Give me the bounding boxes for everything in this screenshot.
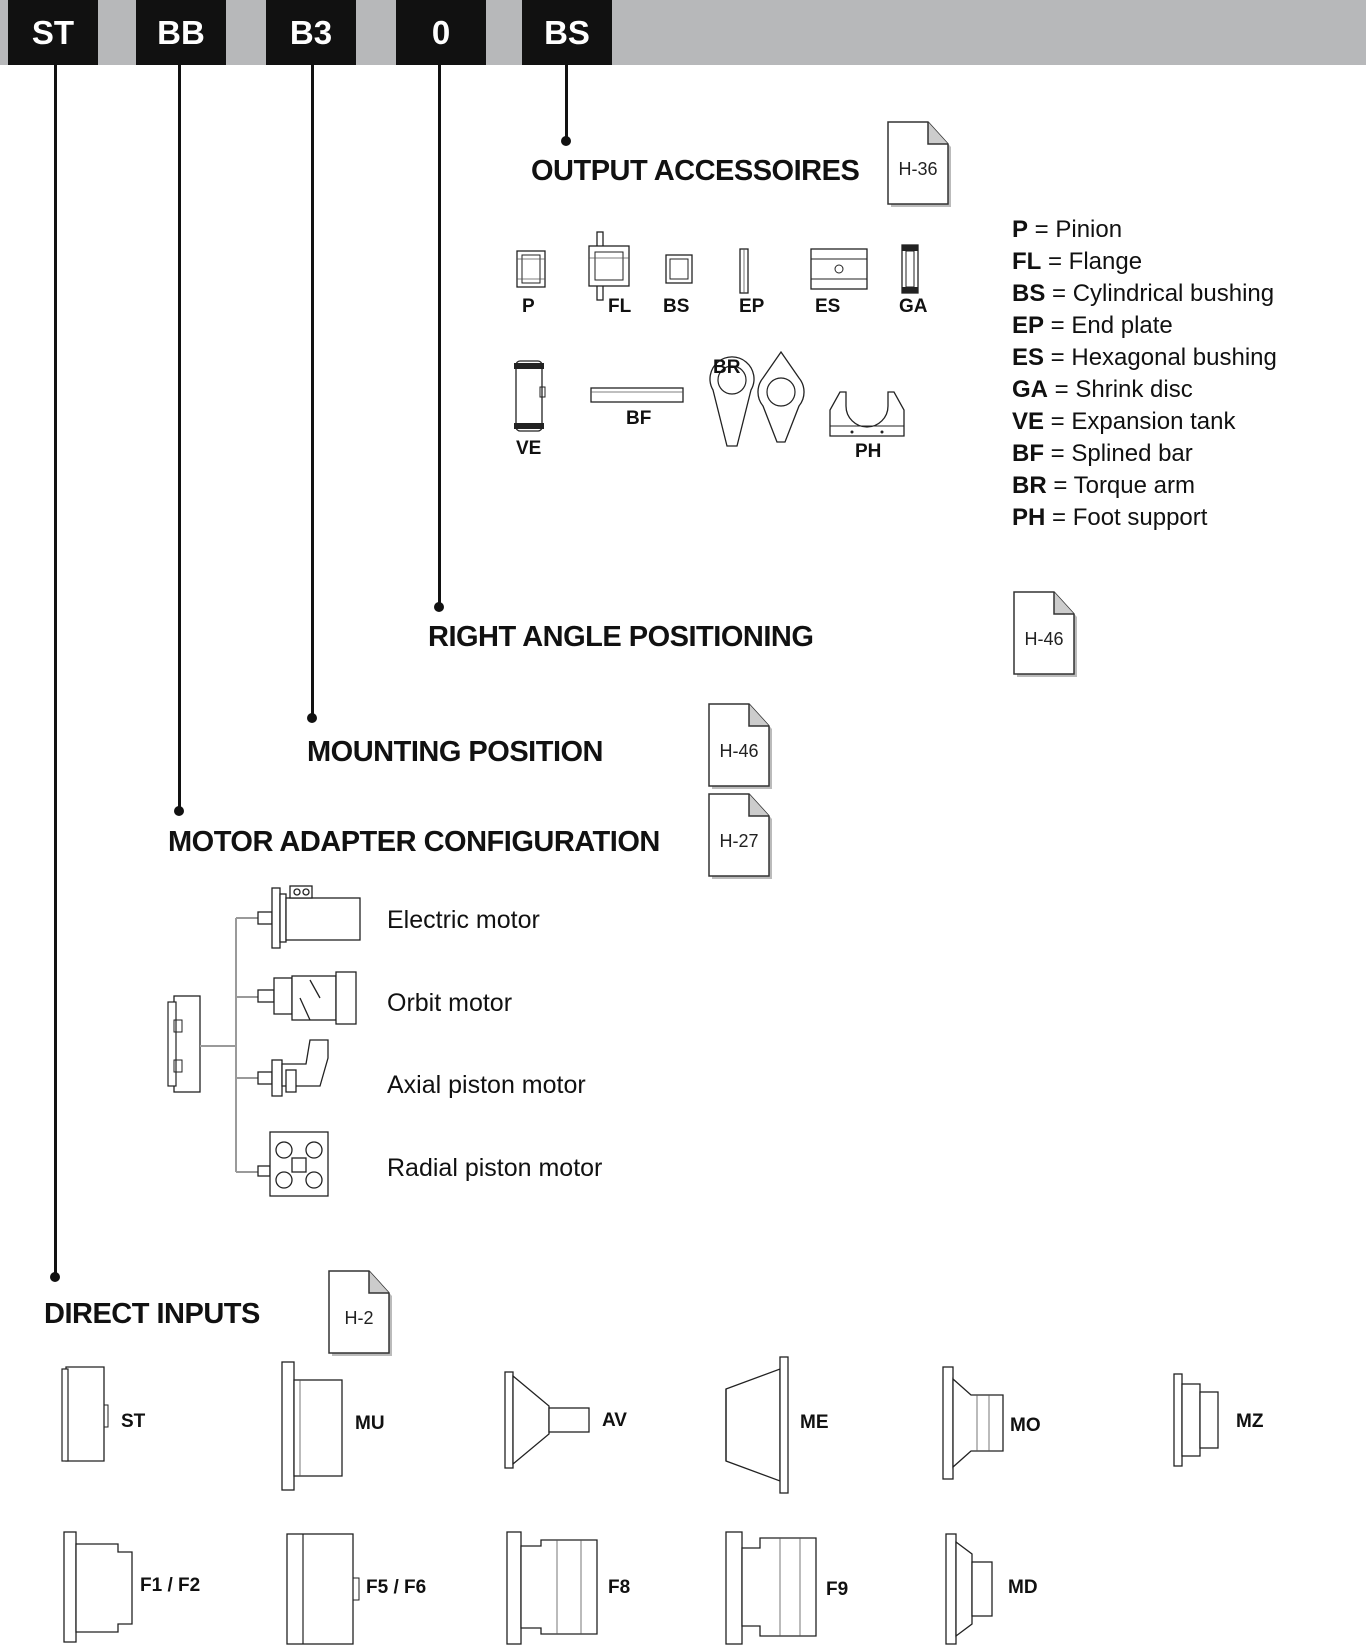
accessory-label-ga: GA	[899, 296, 928, 317]
hexagonal-bushing-drawing	[810, 248, 868, 290]
leader-line-bb	[178, 65, 181, 810]
code-segment-st: ST	[8, 0, 98, 65]
document-icon	[328, 1270, 392, 1356]
direct-input-label-mo: MO	[1010, 1415, 1041, 1436]
splined-bar-drawing	[590, 387, 684, 403]
code-segment-bb: BB	[136, 0, 226, 65]
shrink-disc-drawing	[901, 244, 919, 294]
expansion-tank-drawing	[514, 360, 546, 432]
adapter-plate-drawing	[167, 995, 201, 1093]
leader-line-bs	[565, 65, 568, 141]
motor-radial-label: Radial piston motor	[387, 1154, 603, 1182]
page-ref-output[interactable]: H-36	[887, 121, 953, 207]
accessory-label-p: P	[522, 296, 535, 317]
leader-dot-st	[50, 1272, 60, 1282]
direct-input-me-drawing	[725, 1356, 789, 1494]
code-segment-b3: B3	[266, 0, 356, 65]
end-plate-drawing	[739, 248, 749, 294]
direct-input-label-md: MD	[1008, 1577, 1038, 1598]
heading-right-angle: RIGHT ANGLE POSITIONING	[428, 621, 814, 653]
direct-input-md-drawing	[945, 1533, 993, 1645]
electric-motor-drawing	[257, 885, 361, 949]
accessory-legend: P = Pinion FL = Flange BS = Cylindrical …	[1012, 214, 1277, 534]
torque-arm-drawing	[709, 350, 805, 447]
accessory-label-es: ES	[815, 296, 841, 317]
axial-piston-motor-drawing	[257, 1039, 329, 1097]
direct-input-mo-drawing	[942, 1366, 1004, 1480]
direct-input-f9-drawing	[725, 1531, 817, 1645]
document-icon	[708, 793, 772, 879]
direct-input-label-f8: F8	[608, 1577, 631, 1598]
page-ref-label: H-36	[898, 159, 938, 179]
legend-item: EP = End plate	[1012, 312, 1173, 339]
orbit-motor-drawing	[257, 971, 357, 1025]
leader-dot-b3	[307, 713, 317, 723]
accessory-label-ve: VE	[516, 438, 542, 459]
direct-input-st-drawing	[61, 1366, 109, 1462]
code-bar	[0, 0, 1366, 65]
legend-item: VE = Expansion tank	[1012, 408, 1236, 435]
accessory-label-bf: BF	[626, 408, 652, 429]
leader-dot-0	[434, 602, 444, 612]
legend-item: ES = Hexagonal bushing	[1012, 344, 1277, 371]
direct-input-label-av: AV	[602, 1410, 627, 1431]
page-ref-label: H-27	[719, 831, 759, 851]
leader-line-st	[54, 65, 57, 1275]
direct-input-label-mz: MZ	[1236, 1411, 1264, 1432]
direct-input-av-drawing	[504, 1371, 590, 1469]
document-icon	[708, 703, 772, 789]
direct-input-label-me: ME	[800, 1412, 829, 1433]
accessory-label-ph: PH	[855, 441, 882, 462]
legend-item: BF = Splined bar	[1012, 440, 1193, 467]
cylindrical-bushing-drawing	[665, 254, 693, 284]
page-ref-mounting[interactable]: H-46	[708, 703, 774, 789]
leader-dot-bs	[561, 136, 571, 146]
direct-input-label-f5f6: F5 / F6	[366, 1577, 427, 1598]
direct-input-label-f9: F9	[826, 1579, 849, 1600]
page-ref-label: H-46	[1024, 629, 1064, 649]
direct-input-f5f6-drawing	[286, 1533, 360, 1645]
motor-adapter-tree	[167, 885, 361, 1197]
leader-line-b3	[311, 65, 314, 715]
heading-mounting-position: MOUNTING POSITION	[307, 736, 604, 768]
motor-axial-label: Axial piston motor	[387, 1071, 586, 1099]
accessory-label-ep: EP	[739, 296, 765, 317]
leader-dot-bb	[174, 806, 184, 816]
code-segment-bs: BS	[522, 0, 612, 65]
legend-item: FL = Flange	[1012, 248, 1143, 275]
page-ref-right-angle[interactable]: H-46	[1013, 591, 1079, 677]
document-icon	[887, 121, 951, 207]
motor-electric-label: Electric motor	[387, 906, 540, 934]
heading-output-accessories: OUTPUT ACCESSOIRES	[531, 155, 860, 187]
document-icon	[1013, 591, 1077, 677]
legend-item: GA = Shrink disc	[1012, 376, 1193, 403]
leader-line-0	[438, 65, 441, 607]
heading-direct-inputs: DIRECT INPUTS	[44, 1298, 260, 1330]
motor-orbit-label: Orbit motor	[387, 989, 513, 1017]
accessory-label-br: BR	[713, 357, 741, 378]
pinion-drawing	[516, 250, 546, 288]
legend-item: P = Pinion	[1012, 216, 1123, 243]
direct-input-label-f1f2: F1 / F2	[140, 1575, 201, 1596]
direct-input-f1f2-drawing	[63, 1531, 133, 1643]
direct-input-mu-drawing	[281, 1361, 343, 1491]
code-segment-0: 0	[396, 0, 486, 65]
page-ref-direct-inputs[interactable]: H-2	[328, 1270, 394, 1356]
accessory-label-bs: BS	[663, 296, 690, 317]
page-ref-label: H-2	[344, 1308, 374, 1328]
page-ref-label: H-46	[719, 741, 759, 761]
foot-support-drawing	[829, 391, 905, 437]
direct-input-label-mu: MU	[355, 1413, 385, 1434]
legend-item: BS = Cylindrical bushing	[1012, 280, 1275, 307]
radial-piston-motor-drawing	[257, 1131, 329, 1197]
heading-motor-adapter: MOTOR ADAPTER CONFIGURATION	[168, 826, 660, 858]
direct-input-f8-drawing	[506, 1531, 598, 1645]
flange-drawing	[588, 231, 630, 301]
direct-input-label-st: ST	[121, 1411, 146, 1432]
legend-item: BR = Torque arm	[1012, 472, 1195, 499]
accessory-label-fl: FL	[608, 296, 632, 317]
direct-input-mz-drawing	[1173, 1373, 1219, 1467]
page-ref-motor-adapter[interactable]: H-27	[708, 793, 774, 879]
legend-item: PH = Foot support	[1012, 504, 1208, 531]
